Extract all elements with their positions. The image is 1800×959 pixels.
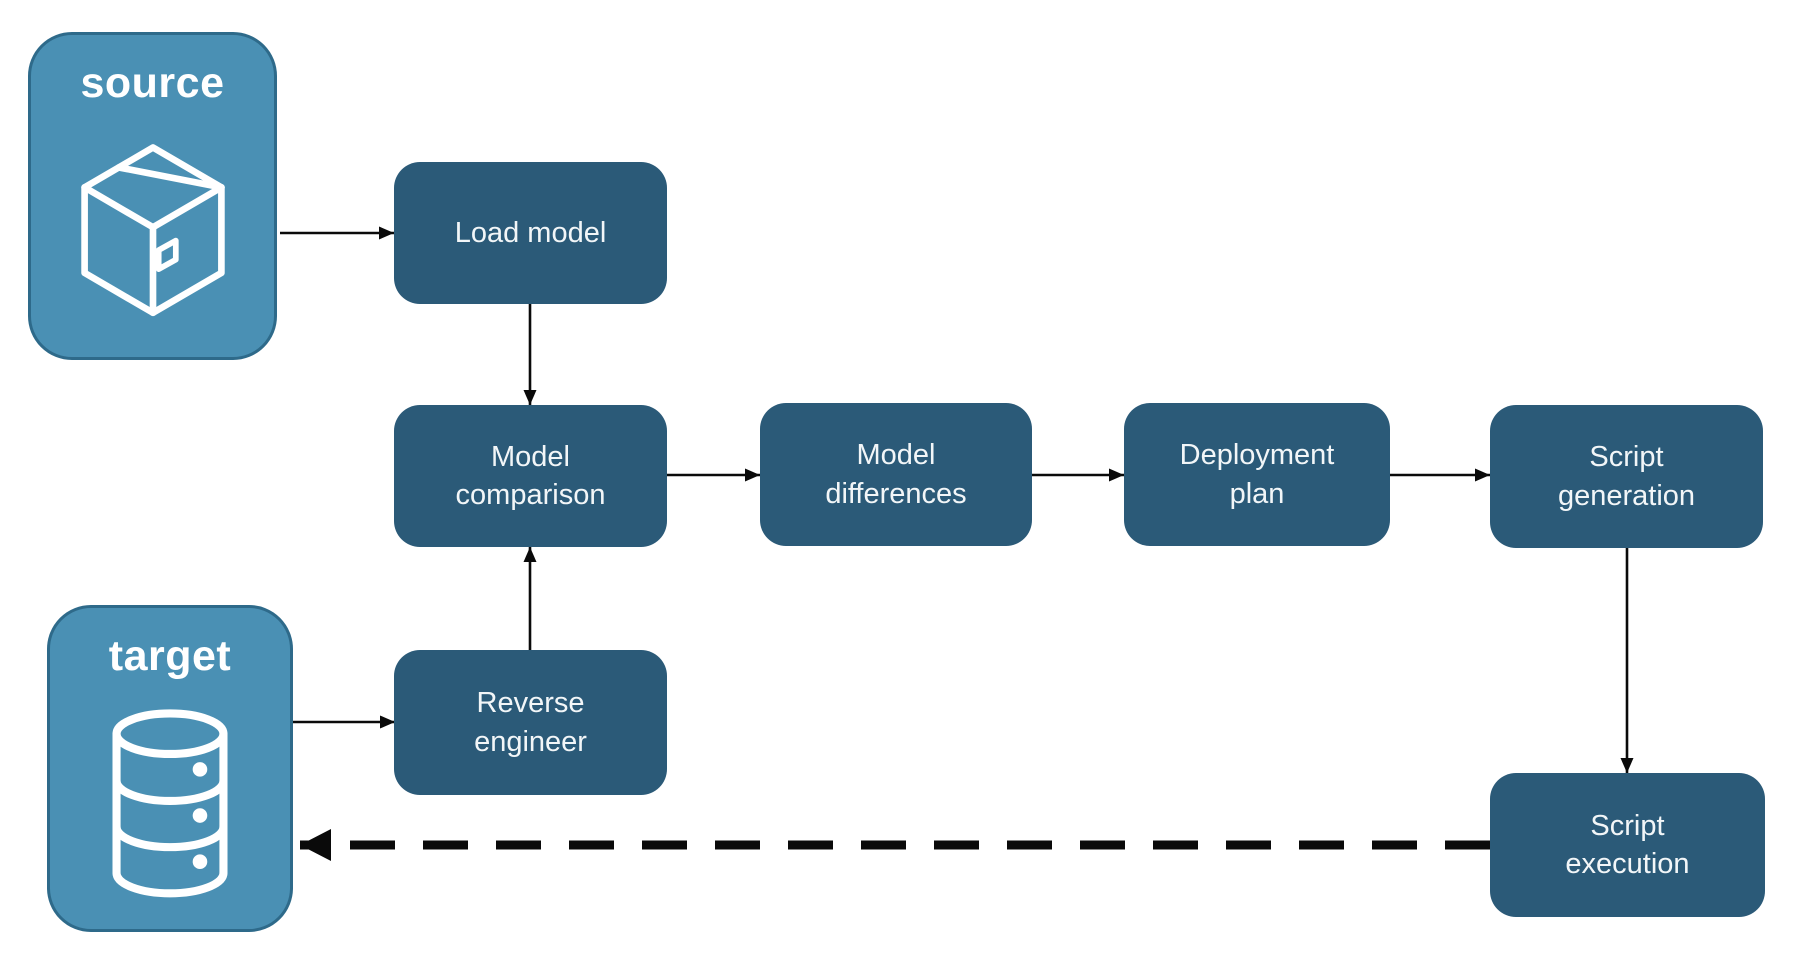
source-label: source — [80, 59, 225, 107]
node-script-execution: Script execution — [1490, 773, 1765, 917]
node-script-generation: Script generation — [1490, 405, 1763, 548]
target-label: target — [108, 632, 232, 680]
node-script-execution-label: Script execution — [1565, 809, 1690, 880]
node-reverse-engineer: Reverse engineer — [394, 650, 667, 795]
target-container: target — [47, 605, 293, 932]
node-deployment-plan: Deployment plan — [1124, 403, 1390, 546]
node-reverse-engineer-label: Reverse engineer — [474, 687, 587, 758]
node-model-comparison: Model comparison — [394, 405, 667, 547]
node-load-model-label: Load model — [454, 216, 607, 249]
node-model-differences: Model differences — [760, 403, 1032, 546]
node-deployment-plan-label: Deployment plan — [1179, 439, 1335, 510]
node-model-differences-label: Model differences — [825, 439, 967, 510]
source-container: source — [28, 32, 277, 360]
database-icon — [89, 681, 251, 929]
node-load-model: Load model — [394, 162, 667, 304]
node-script-generation-label: Script generation — [1557, 441, 1696, 512]
node-model-comparison-label: Model comparison — [455, 440, 606, 511]
package-icon — [58, 108, 248, 357]
